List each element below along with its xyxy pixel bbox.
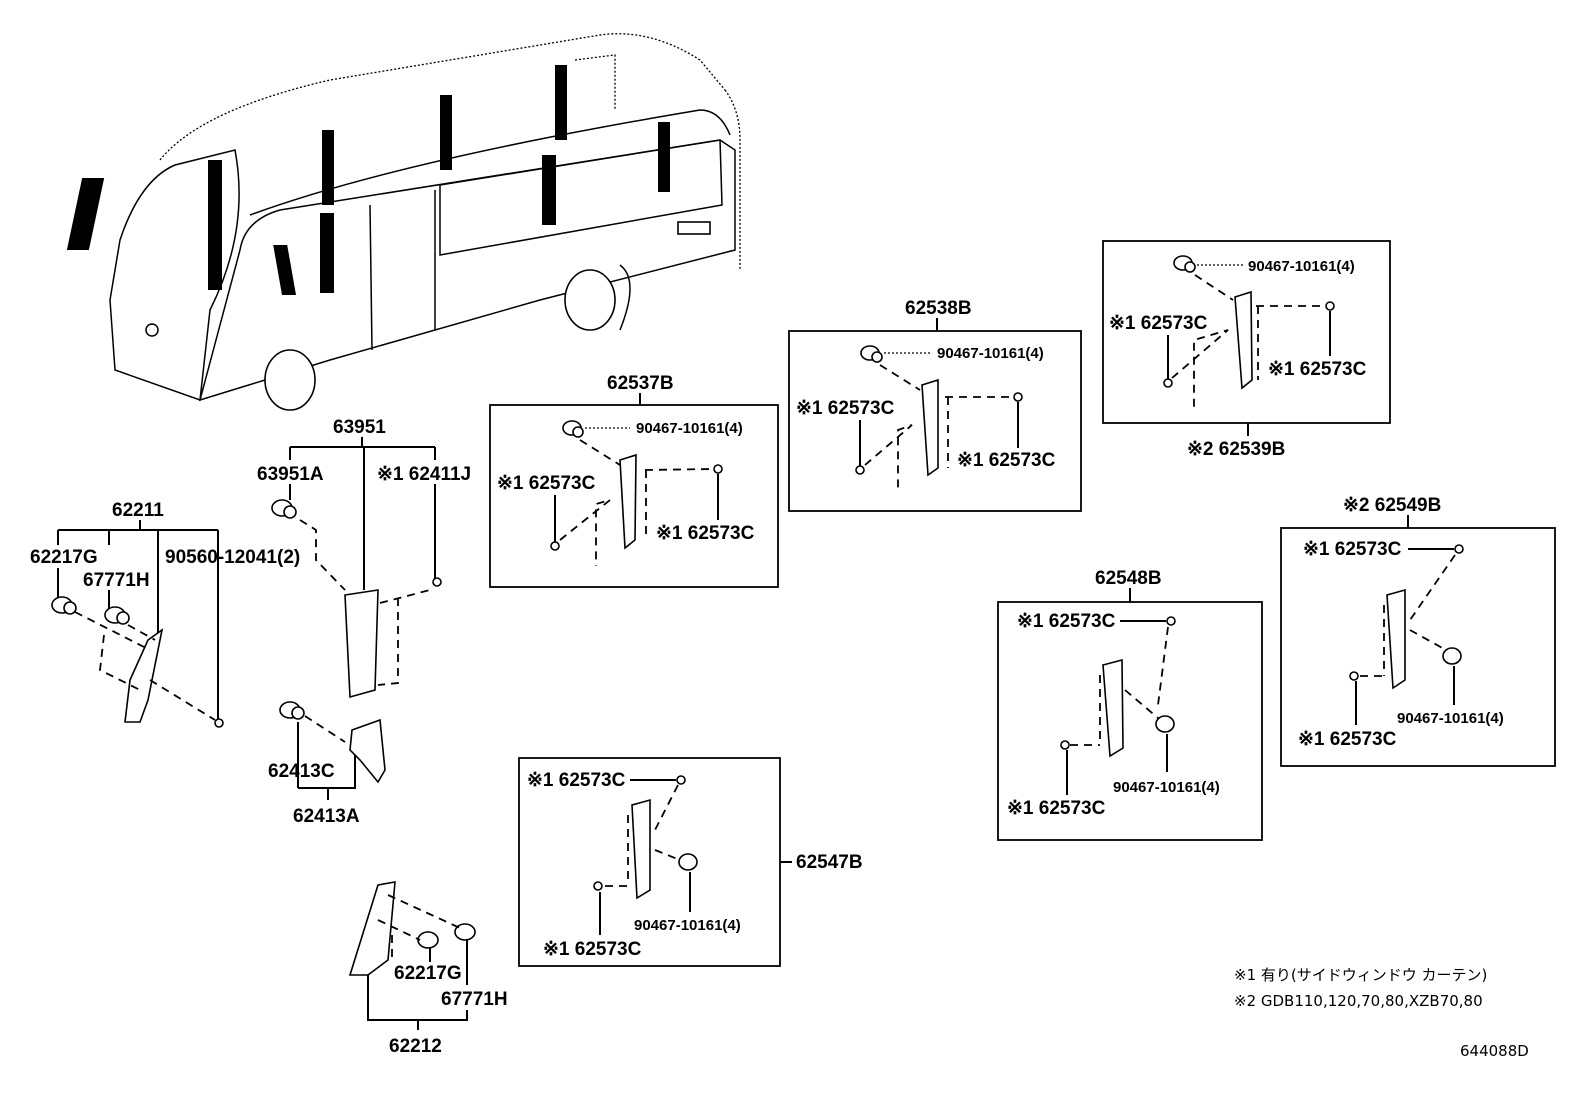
diagram-id: 644088D	[1460, 1042, 1529, 1060]
label-62217G[interactable]: 62217G	[30, 547, 98, 568]
note-1: ※1 有り(サイドウィンドウ カーテン)	[1234, 966, 1487, 984]
pillar-garnish-part	[344, 589, 379, 699]
clip-icon	[1166, 616, 1176, 626]
label-63951A[interactable]: 63951A	[257, 464, 324, 485]
group-62211: 62211 62217G 67771H 90560-12041(2)	[30, 500, 300, 728]
pillar-garnish-part	[124, 628, 164, 723]
group-62212: 62217G 67771H 62212	[348, 881, 508, 1057]
clip-icon	[104, 606, 130, 625]
clip-icon	[678, 853, 698, 871]
clip-icon	[454, 923, 476, 941]
pillar-garnish-part	[619, 453, 637, 550]
label-90467-10161[interactable]: 90467-10161(4)	[634, 917, 741, 934]
label-62212[interactable]: 62212	[389, 1036, 442, 1057]
label-62211[interactable]: 62211	[112, 500, 164, 521]
clip-icon	[1013, 392, 1023, 402]
group-62538B: 62538B 90467-10161(4) ※1 62573C ※1 62573…	[788, 298, 1082, 512]
label-90467-10161[interactable]: 90467-10161(4)	[1248, 258, 1355, 275]
label-62573C[interactable]: ※1 62573C	[527, 770, 626, 791]
label-67771H[interactable]: 67771H	[83, 570, 150, 591]
label-62549B[interactable]: ※2 62549B	[1343, 495, 1441, 516]
pillar-garnish-part	[1234, 290, 1253, 390]
clip-icon	[1325, 301, 1335, 311]
label-62413A[interactable]: 62413A	[293, 806, 360, 827]
clip-icon	[1173, 255, 1196, 273]
group-62548B: 62548B ※1 62573C 90467-10161(4) ※1 62573…	[997, 568, 1263, 841]
label-62573C[interactable]: ※1 62573C	[656, 523, 755, 544]
label-62413C[interactable]: 62413C	[268, 761, 335, 782]
clip-icon	[860, 345, 883, 363]
label-62547B[interactable]: 62547B	[796, 852, 863, 873]
clip-icon	[417, 931, 439, 949]
group-62547B: ※1 62573C 62547B 90467-10161(4) ※1 62573…	[518, 757, 863, 967]
label-62217G[interactable]: 62217G	[394, 963, 462, 984]
label-90467-10161[interactable]: 90467-10161(4)	[937, 345, 1044, 362]
label-62537B[interactable]: 62537B	[607, 373, 674, 394]
clip-icon	[1155, 715, 1175, 733]
clip-icon	[855, 465, 865, 475]
label-62573C[interactable]: ※1 62573C	[1109, 313, 1208, 334]
group-62549B: ※2 62549B ※1 62573C 90467-10161(4) ※1 62…	[1280, 495, 1556, 767]
clip-icon	[1163, 378, 1173, 388]
clip-icon	[1349, 671, 1359, 681]
label-62573C[interactable]: ※1 62573C	[543, 939, 642, 960]
clip-icon	[214, 718, 224, 728]
label-90560-12041[interactable]: 90560-12041(2)	[165, 547, 300, 568]
group-63951: 63951 63951A ※1 62411J 62413C 62413A	[257, 417, 471, 827]
clip-icon	[713, 464, 723, 474]
clip-icon	[1454, 544, 1464, 554]
label-62538B[interactable]: 62538B	[905, 298, 972, 319]
label-67771H[interactable]: 67771H	[441, 989, 508, 1010]
label-63951[interactable]: 63951	[333, 417, 386, 438]
label-62573C[interactable]: ※1 62573C	[1007, 798, 1106, 819]
clip-icon	[550, 541, 560, 551]
van-illustration	[66, 33, 741, 411]
lower-pillar-part	[349, 718, 386, 784]
label-62573C[interactable]: ※1 62573C	[1268, 359, 1367, 380]
clip-icon	[51, 596, 77, 615]
label-62411J[interactable]: ※1 62411J	[377, 464, 471, 485]
assembly-box	[1102, 240, 1391, 424]
clip-icon	[593, 881, 603, 891]
label-62548B[interactable]: 62548B	[1095, 568, 1162, 589]
clip-icon	[1442, 647, 1462, 665]
label-62573C[interactable]: ※1 62573C	[1017, 611, 1116, 632]
note-2: ※2 GDB110,120,70,80,XZB70,80	[1234, 992, 1483, 1010]
label-90467-10161[interactable]: 90467-10161(4)	[1113, 779, 1220, 796]
rear-garnish-part	[348, 881, 396, 976]
label-62573C[interactable]: ※1 62573C	[1303, 539, 1402, 560]
pillar-garnish-part	[1102, 658, 1124, 758]
assembly-box	[1280, 527, 1556, 767]
assembly-box	[788, 330, 1082, 512]
label-62573C[interactable]: ※1 62573C	[497, 473, 596, 494]
group-62537B: 62537B 90467-10161(4) ※1 62573C ※1 62573…	[489, 373, 779, 588]
pillar-garnish-part	[1386, 588, 1406, 690]
label-62573C[interactable]: ※1 62573C	[957, 450, 1056, 471]
label-62573C[interactable]: ※1 62573C	[796, 398, 895, 419]
label-62539B[interactable]: ※2 62539B	[1187, 439, 1285, 460]
label-90467-10161[interactable]: 90467-10161(4)	[1397, 710, 1504, 727]
label-90467-10161[interactable]: 90467-10161(4)	[636, 420, 743, 437]
group-62539B: 90467-10161(4) ※1 62573C ※1 62573C ※2 62…	[1102, 240, 1391, 460]
label-62573C[interactable]: ※1 62573C	[1298, 729, 1397, 750]
pillar-garnish-part	[631, 798, 651, 900]
pillar-garnish-part	[921, 378, 939, 477]
clip-icon	[1060, 740, 1070, 750]
clip-icon	[271, 499, 297, 519]
assembly-box	[489, 404, 779, 588]
clip-icon	[562, 420, 584, 438]
assembly-box	[997, 601, 1263, 841]
clip-icon	[279, 701, 305, 720]
clip-icon	[432, 577, 442, 587]
clip-icon	[676, 775, 686, 785]
